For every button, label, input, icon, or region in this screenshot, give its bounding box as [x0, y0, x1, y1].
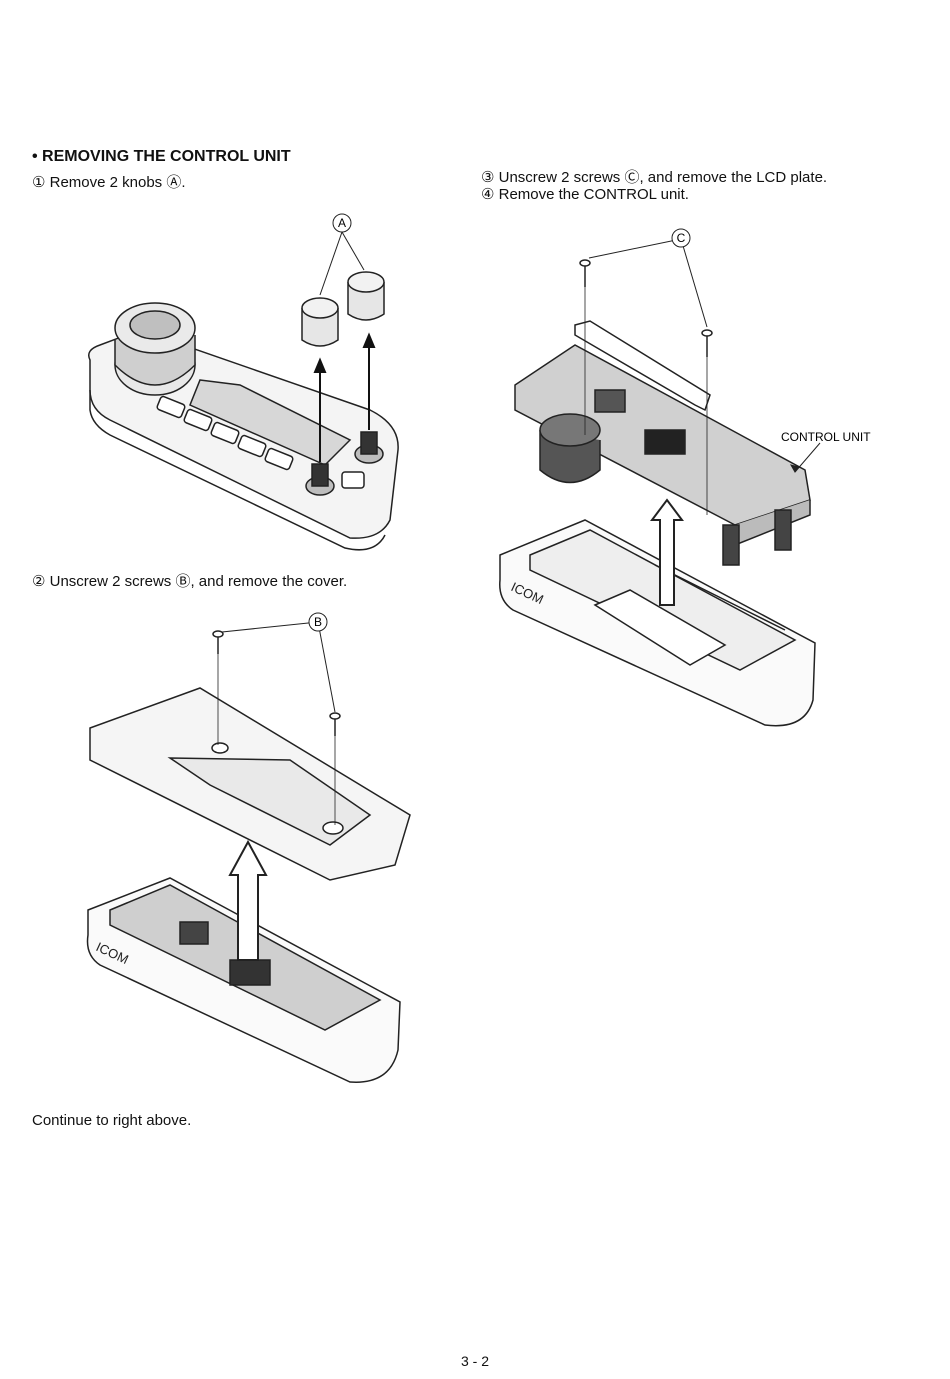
continue-note: Continue to right above.: [32, 1112, 192, 1129]
step-2-text: ② Unscrew 2 screws Ⓑ, and remove the cov…: [32, 573, 348, 590]
section-heading: • REMOVING THE CONTROL UNIT: [32, 148, 291, 165]
page-number: 3 - 2: [460, 1353, 489, 1369]
figure-remove-control-unit: C CONTROL UNIT ICOM: [499, 228, 871, 727]
figure-remove-cover: B ICOM: [86, 612, 411, 1083]
callout-a: A: [338, 216, 346, 230]
step-4-text: ④ Remove the CONTROL unit.: [481, 186, 689, 203]
figure-remove-knobs: A: [88, 213, 399, 551]
step-3-text: ③ Unscrew 2 screws Ⓒ, and remove the LCD…: [481, 169, 828, 186]
callout-c: C: [677, 231, 686, 245]
step-1-text: ① Remove 2 knobs Ⓐ.: [32, 174, 186, 191]
control-unit-label: CONTROL UNIT: [781, 430, 871, 444]
callout-b: B: [314, 615, 322, 629]
